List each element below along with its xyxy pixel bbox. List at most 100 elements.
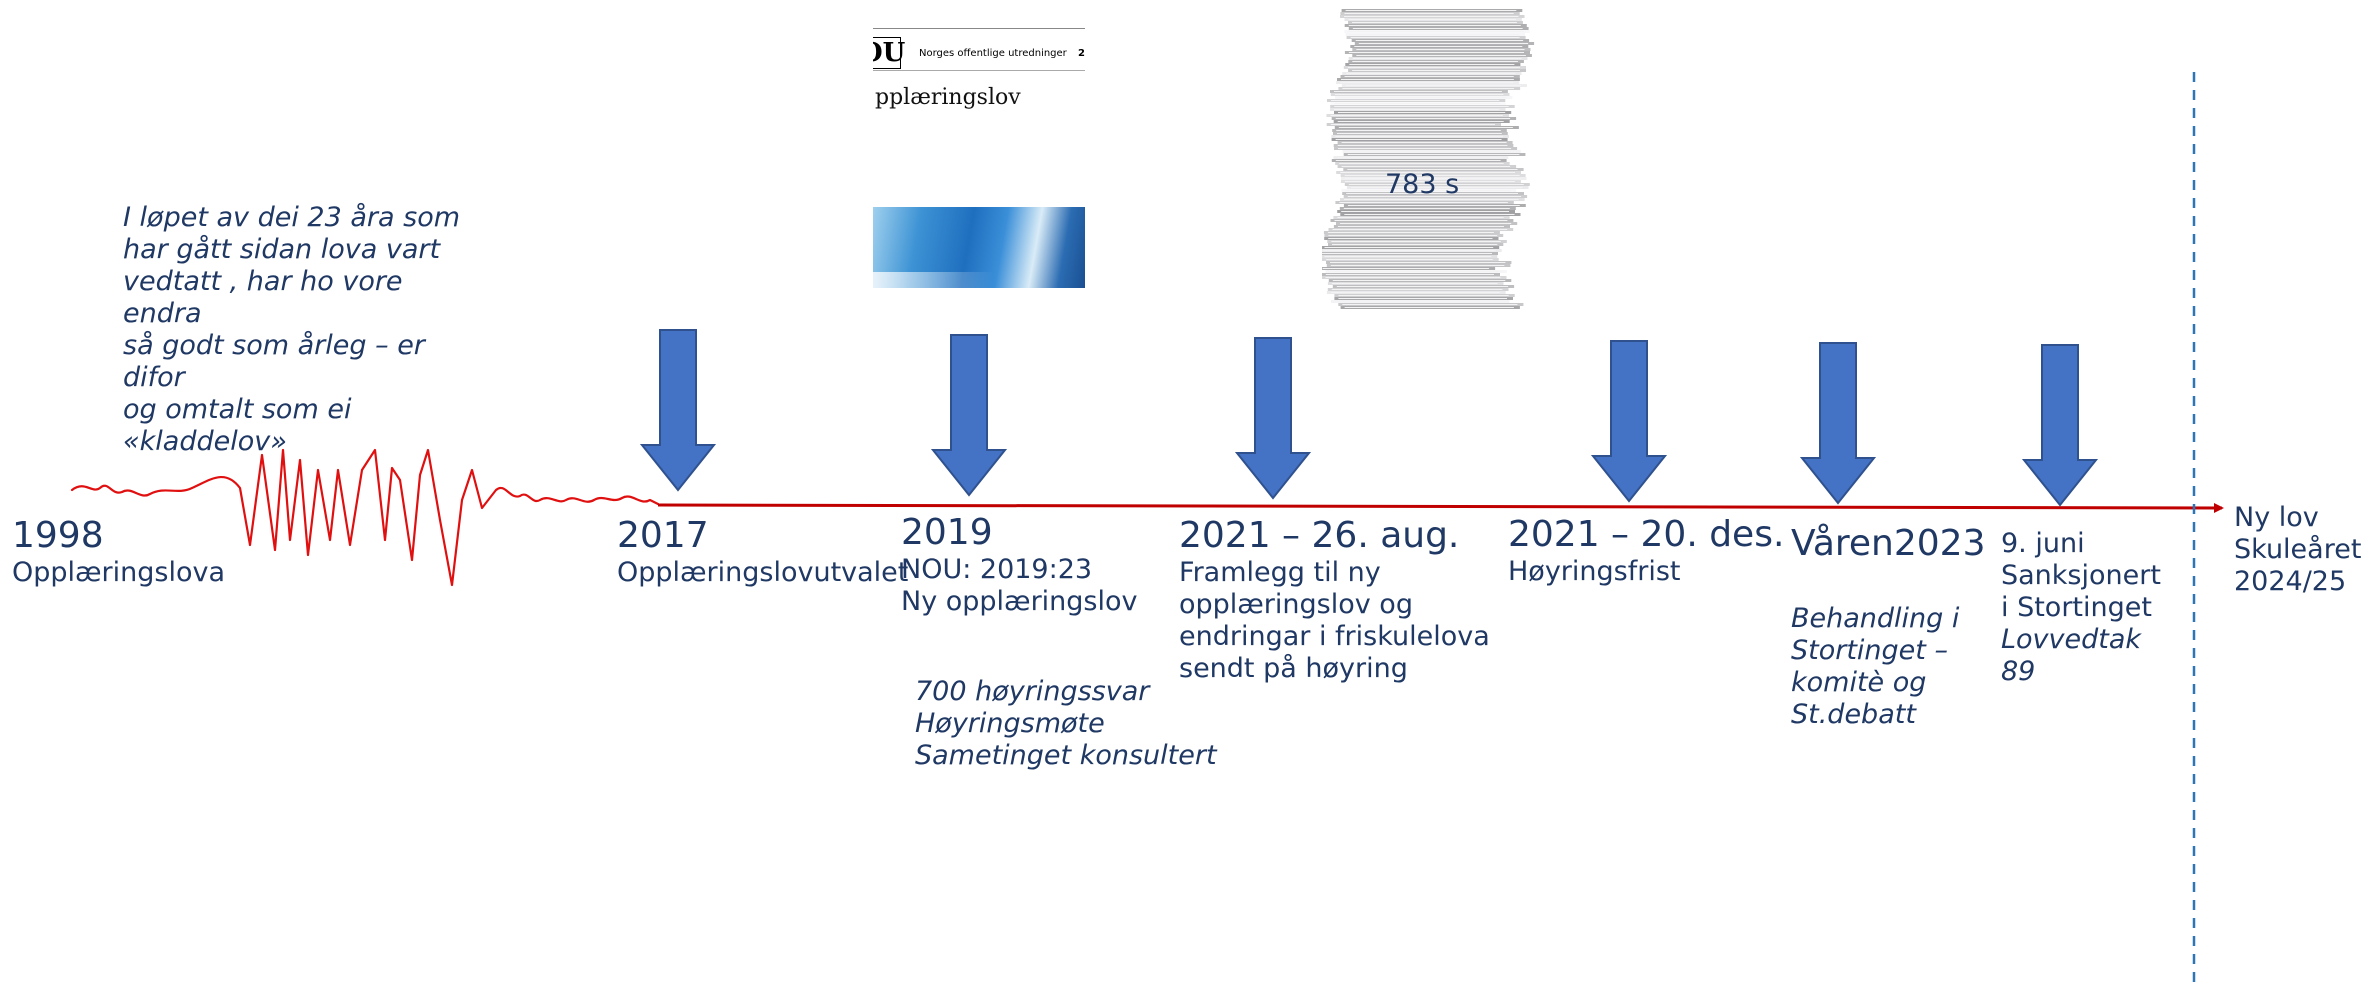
- arrow-juni: [2021, 344, 2099, 507]
- paper-sheet-highlight: [1331, 289, 1503, 290]
- paper-sheet-highlight: [1342, 304, 1518, 305]
- paper-sheet-highlight: [1337, 157, 1503, 158]
- event-2023: Våren2023: [1791, 523, 1985, 565]
- paper-sheet-highlight: [1335, 136, 1503, 137]
- paper-sheet-highlight: [1322, 253, 1492, 254]
- paper-sheet-highlight: [1345, 190, 1511, 191]
- arrow-2021-aug: [1234, 337, 1312, 500]
- paper-sheet-highlight: [1339, 163, 1504, 164]
- arrow-2021-des: [1590, 340, 1668, 503]
- paper-sheet-highlight: [1337, 226, 1504, 227]
- paper-sheet-highlight: [1337, 217, 1504, 218]
- event-2023-note: Behandling i Stortinget – komitè og St.d…: [1791, 603, 1960, 730]
- paper-sheet-highlight: [1348, 19, 1516, 20]
- paper-sheet-highlight: [1329, 271, 1501, 272]
- paper-sheet-highlight: [1344, 199, 1519, 200]
- paper-sheet-highlight: [1340, 172, 1515, 173]
- event-2019-text: NOU: 2019:23 Ny opplæringslov: [901, 554, 1138, 617]
- paper-sheet-highlight: [1350, 187, 1523, 188]
- paper-sheet-highlight: [1350, 37, 1520, 38]
- nou-cover-image: OU Norges offentlige utredninger 2 pplær…: [873, 22, 1085, 288]
- paper-sheet-highlight: [1322, 268, 1490, 269]
- event-2019-note: 700 høyringssvar Høyringsmøte Sametinget…: [915, 676, 1217, 771]
- paper-sheet-highlight: [1338, 298, 1507, 299]
- paper-sheet-highlight: [1341, 142, 1507, 143]
- event-2023-year: Våren2023: [1791, 523, 1986, 564]
- paper-sheet-highlight: [1352, 28, 1523, 29]
- event-2019: 2019 NOU: 2019:23 Ny opplæringslov: [901, 512, 1138, 618]
- cover-photo-highlight: [873, 272, 993, 288]
- paper-sheet-highlight: [1335, 160, 1501, 161]
- cover-mid-rule: [873, 70, 1085, 71]
- paper-sheet-highlight: [1338, 295, 1509, 296]
- kladdelov-quote: I løpet av dei 23 åra som har gått sidan…: [123, 202, 461, 457]
- paper-sheet-highlight: [1344, 16, 1519, 17]
- paper-sheet-highlight: [1358, 43, 1529, 44]
- paper-sheet-highlight: [1344, 76, 1514, 77]
- paper-sheet-highlight: [1325, 274, 1494, 275]
- paper-sheet-highlight: [1327, 232, 1494, 233]
- event-2017-text: Opplæringslovutvalet: [617, 557, 909, 588]
- event-2021-des: 2021 – 20. des. Høyringsfrist: [1508, 514, 1784, 588]
- cover-photo: [873, 207, 1085, 288]
- paper-sheet-highlight: [1337, 145, 1508, 146]
- handwritten-squiggle: [70, 448, 660, 587]
- paper-sheet-highlight: [1347, 205, 1520, 206]
- paper-sheet-highlight: [1344, 181, 1515, 182]
- paper-sheet-highlight: [1342, 88, 1515, 89]
- paper-sheet-highlight: [1339, 202, 1508, 203]
- paper-sheet-highlight: [1330, 262, 1506, 263]
- paper-sheet-highlight: [1356, 55, 1526, 56]
- paper-sheet-highlight: [1346, 193, 1518, 194]
- paper-sheet-highlight: [1334, 91, 1502, 92]
- paper-sheet-highlight: [1343, 208, 1510, 209]
- paper-sheet-highlight: [1352, 22, 1517, 23]
- event-2021-des-text: Høyringsfrist: [1508, 556, 1681, 587]
- paper-sheet-highlight: [1334, 106, 1509, 107]
- paper-sheet-highlight: [1352, 58, 1522, 59]
- paper-sheet-highlight: [1335, 118, 1511, 119]
- paper-sheet-highlight: [1348, 52, 1524, 53]
- nou-series-name: Norges offentlige utredninger: [919, 48, 1067, 59]
- arrow-2017: [639, 329, 717, 492]
- paper-sheet-highlight: [1334, 103, 1500, 104]
- paper-sheet-highlight: [1344, 307, 1514, 308]
- paper-stack-drawing: [1322, 5, 1550, 313]
- paper-sheet-highlight: [1330, 292, 1500, 293]
- paper-sheet-highlight: [1344, 13, 1514, 14]
- nou-logo: OU: [873, 37, 905, 69]
- paper-sheet-highlight: [1340, 223, 1512, 224]
- paper-sheet-highlight: [1347, 67, 1520, 68]
- paper-sheet-highlight: [1349, 34, 1519, 35]
- arrow-2023: [1799, 342, 1877, 505]
- paper-sheet-highlight: [1348, 31, 1524, 32]
- paper-sheet-highlight: [1330, 265, 1505, 266]
- paper-sheet-highlight: [1331, 241, 1501, 242]
- page-count-label: 783 s: [1385, 169, 1460, 200]
- event-2021-aug-text: Framlegg til ny opplæringslov og endring…: [1179, 557, 1490, 684]
- paper-sheet-highlight: [1332, 229, 1508, 230]
- cover-top-rule: [873, 28, 1085, 29]
- nou-series-suffix: 2: [1077, 48, 1085, 59]
- paper-sheet-highlight: [1331, 283, 1498, 284]
- paper-sheet-highlight: [1347, 169, 1518, 170]
- paper-stack-image: [1322, 5, 1550, 313]
- nou-series-text: Norges offentlige utredninger 2: [919, 48, 1085, 59]
- timeline-axis: [657, 502, 2224, 513]
- paper-sheet-highlight: [1337, 133, 1502, 134]
- paper-sheet-highlight: [1330, 124, 1495, 125]
- paper-sheet-highlight: [1345, 10, 1517, 11]
- paper-sheet-highlight: [1355, 40, 1524, 41]
- event-juni-note: Lovvedtak 89: [2001, 624, 2142, 687]
- paper-sheet-highlight: [1344, 175, 1520, 176]
- paper-sheet-highlight: [1334, 109, 1500, 110]
- paper-sheet-highlight: [1349, 64, 1515, 65]
- event-2021-aug: 2021 – 26. aug. Framlegg til ny opplærin…: [1179, 515, 1490, 685]
- paper-sheet-highlight: [1345, 85, 1521, 86]
- event-2017: 2017 Opplæringslovutvalet: [617, 515, 908, 589]
- event-2021-aug-year: 2021 – 26. aug.: [1179, 515, 1460, 556]
- paper-sheet-highlight: [1328, 235, 1498, 236]
- paper-sheet-highlight: [1325, 259, 1493, 260]
- paper-sheet-highlight: [1324, 247, 1494, 248]
